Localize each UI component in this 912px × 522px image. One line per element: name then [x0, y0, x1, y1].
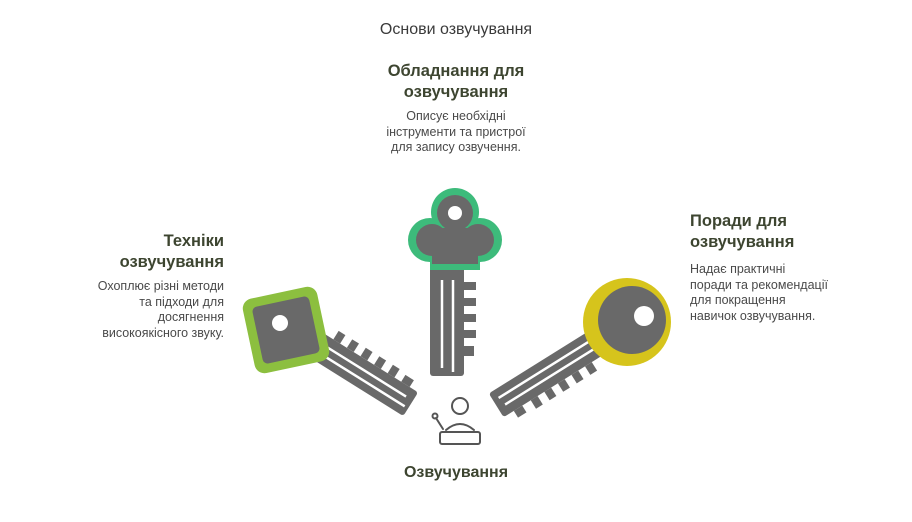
speaker-podium-icon: [431, 397, 481, 445]
item-desc-tips: Надає практичні поради та рекомендації д…: [690, 262, 828, 323]
item-desc-techniques: Охоплює різні методи та підходи для дося…: [97, 279, 224, 340]
square-key-icon: [242, 286, 418, 415]
item-heading-techniques: Техніки озвучування: [119, 232, 224, 271]
cloud-key-icon: [408, 188, 502, 376]
center-label: Озвучування: [403, 464, 509, 481]
round-key-icon: [489, 278, 671, 418]
item-heading-tips: Поради для озвучування: [690, 212, 795, 251]
item-heading-equipment: Обладнання для озвучування: [387, 62, 525, 101]
diagram-title: Основи озвучування: [379, 21, 533, 38]
item-desc-equipment: Описує необхідні інструменти та пристрої…: [386, 109, 526, 154]
